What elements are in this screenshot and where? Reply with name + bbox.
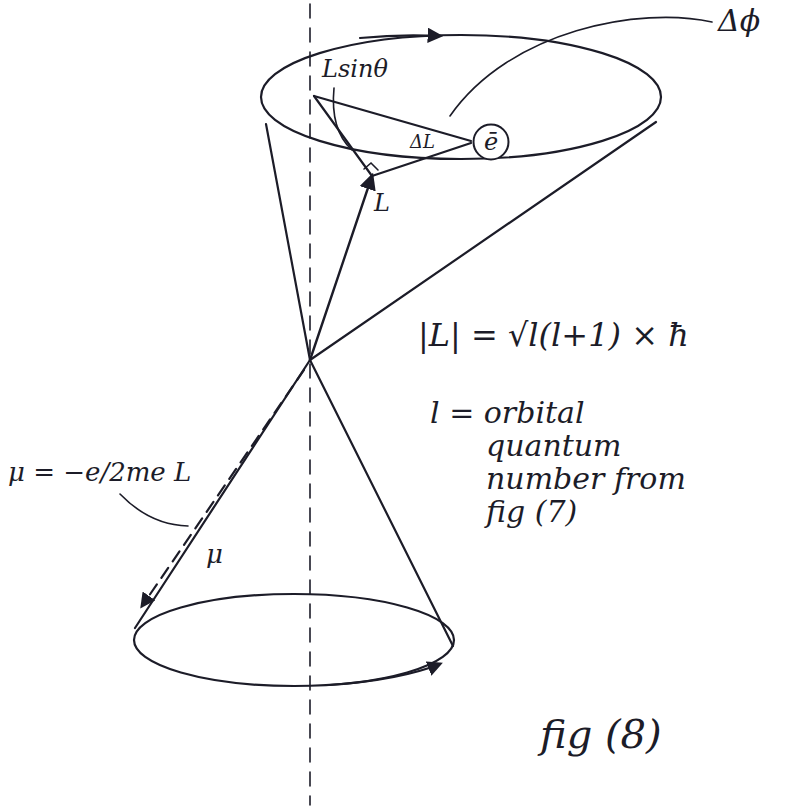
label-text: Lsinθ bbox=[322, 56, 388, 82]
circle-shape bbox=[474, 125, 509, 160]
cone-side bbox=[266, 124, 310, 360]
figure-caption: fig (8) bbox=[540, 712, 662, 756]
label-text: μ = −e/2me L bbox=[8, 458, 191, 487]
lower-ellipse bbox=[134, 594, 454, 686]
label-text: |L| = √l(l+1) × ħ bbox=[418, 318, 689, 353]
label-text: Δϕ bbox=[718, 4, 760, 37]
precession-arrow bbox=[330, 664, 440, 685]
label-text: ΔL bbox=[410, 133, 435, 151]
electron-circle: ē bbox=[472, 123, 510, 161]
leader-line bbox=[120, 494, 188, 526]
radius-line bbox=[314, 96, 471, 141]
cone-side bbox=[135, 360, 310, 628]
l-vector bbox=[310, 176, 372, 360]
leader-line bbox=[333, 88, 352, 150]
radius-line bbox=[314, 96, 372, 176]
label-text: μ bbox=[206, 540, 223, 569]
right-angle-mark bbox=[364, 163, 378, 170]
precession-arrow bbox=[360, 35, 440, 38]
leader-line bbox=[450, 17, 712, 116]
upper-ellipse bbox=[261, 35, 661, 159]
mu-vector bbox=[142, 370, 304, 606]
label-text: l = orbital quantum number from fig (7) bbox=[430, 396, 716, 528]
electron-label: ē bbox=[484, 130, 498, 154]
label-text: L bbox=[374, 190, 390, 216]
